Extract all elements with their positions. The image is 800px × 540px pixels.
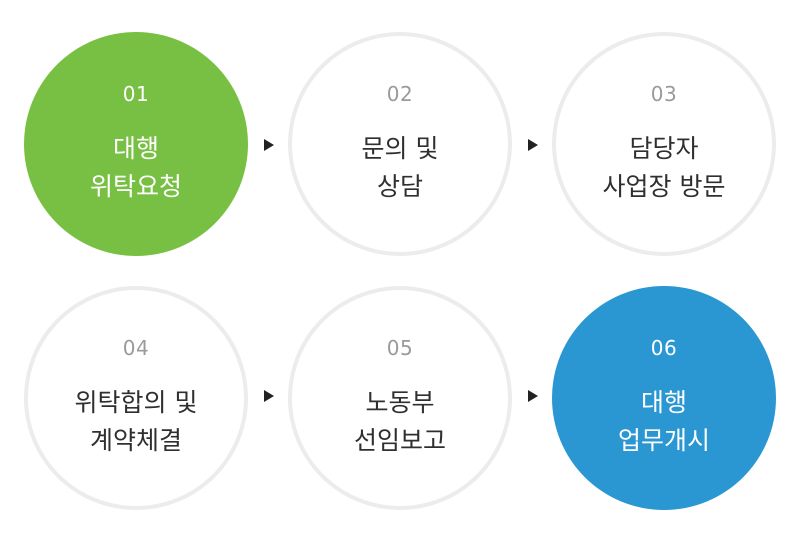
right-arrow-icon xyxy=(528,390,538,402)
step-label-line2: 위탁요청 xyxy=(89,172,182,201)
step-number: 05 xyxy=(386,336,414,360)
step-label-line2: 업무개시 xyxy=(617,426,710,455)
right-arrow-icon xyxy=(264,390,274,402)
step-label-line1: 담당자 xyxy=(629,134,699,163)
right-arrow-icon xyxy=(264,139,274,151)
step-label-line1: 노동부 xyxy=(365,388,435,417)
step-label-line1: 대행 xyxy=(640,388,687,417)
step-number: 02 xyxy=(386,82,414,106)
step-number: 04 xyxy=(122,336,150,360)
step-label-line2: 상담 xyxy=(376,172,423,201)
step-circle-5: 05 노동부 선임보고 xyxy=(288,286,512,510)
step-number: 06 xyxy=(650,336,678,360)
step-circle-3: 03 담당자 사업장 방문 xyxy=(552,32,776,256)
step-circle-1: 01 대행 위탁요청 xyxy=(24,32,248,256)
step-label-line1: 위탁합의 및 xyxy=(74,388,198,417)
right-arrow-icon xyxy=(528,139,538,151)
step-circle-2: 02 문의 및 상담 xyxy=(288,32,512,256)
step-label-line1: 대행 xyxy=(112,134,159,163)
step-circle-4: 04 위탁합의 및 계약체결 xyxy=(24,286,248,510)
step-number: 01 xyxy=(122,82,150,106)
step-label-line2: 사업장 방문 xyxy=(602,172,726,201)
step-label-line1: 문의 및 xyxy=(361,134,439,163)
step-label-line2: 계약체결 xyxy=(89,426,182,455)
step-label-line2: 선임보고 xyxy=(353,426,446,455)
step-circle-6: 06 대행 업무개시 xyxy=(552,286,776,510)
step-number: 03 xyxy=(650,82,678,106)
